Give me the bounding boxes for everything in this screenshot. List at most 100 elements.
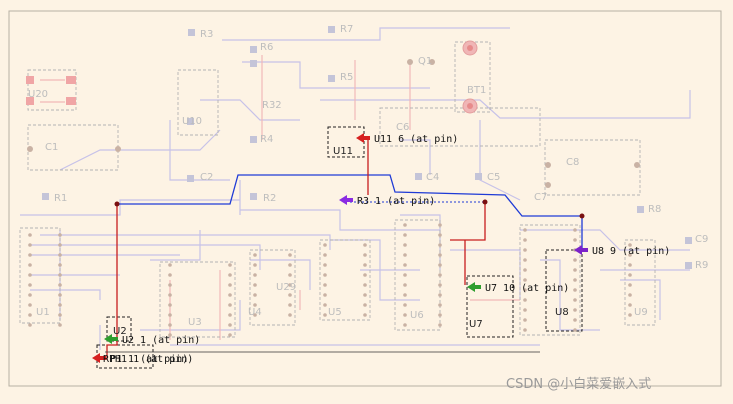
- pad-dot: [438, 273, 442, 277]
- pad-dot: [168, 273, 172, 277]
- label-bt1: BT1: [467, 85, 486, 96]
- pad-dot: [323, 313, 327, 317]
- routed-net-blue: [117, 174, 583, 252]
- pad-dot: [438, 313, 442, 317]
- pad-dot: [523, 288, 527, 292]
- pad-dot: [28, 303, 32, 307]
- label-c1: C1: [45, 142, 58, 153]
- pad-dot: [363, 313, 367, 317]
- pad-dot: [523, 228, 527, 232]
- label-u5: U5: [328, 307, 342, 318]
- pad-dot: [628, 303, 632, 307]
- label-r5: R5: [340, 72, 353, 83]
- pad-dot: [573, 308, 577, 312]
- pad-dot: [573, 318, 577, 322]
- pad-dot: [363, 243, 367, 247]
- pad-dot: [403, 313, 407, 317]
- pads: [26, 26, 692, 337]
- label-r6: R6: [260, 42, 273, 53]
- label-u11: U11: [333, 146, 353, 157]
- pad-dot: [523, 248, 527, 252]
- pad-dot: [58, 313, 62, 317]
- pad-dot: [28, 233, 32, 237]
- pin-marker-r3[interactable]: R3 1 (at pin): [339, 195, 435, 207]
- pad-dot: [168, 263, 172, 267]
- pad-dot: [438, 323, 442, 327]
- pad-dot: [403, 303, 407, 307]
- pad-dot: [58, 253, 62, 257]
- label-u1: U1: [36, 307, 50, 318]
- pad-dot: [58, 283, 62, 287]
- pin-marker-u7[interactable]: U7 10 (at pin): [467, 282, 569, 294]
- label-u6: U6: [410, 310, 424, 321]
- label-r32: R32: [262, 100, 282, 111]
- pad-dot: [323, 263, 327, 267]
- pad-dot: [58, 263, 62, 267]
- pink-traces: [40, 55, 520, 340]
- pad-dot: [523, 318, 527, 322]
- label-c7: C7: [534, 192, 547, 203]
- overlap-label: RPH1 1 (at pin): [103, 354, 193, 365]
- pad-dot: [323, 283, 327, 287]
- label-c5: C5: [487, 172, 500, 183]
- pad-dot: [438, 293, 442, 297]
- pad-dot: [28, 283, 32, 287]
- marker-label: U8 9 (at pin): [592, 246, 670, 257]
- marker-arrow-icon: [104, 334, 118, 344]
- pad-dot: [253, 293, 257, 297]
- pin-marker-j1[interactable]: P1 1 (at pin): [92, 353, 188, 365]
- pad-dot: [323, 243, 327, 247]
- pad-dot: [253, 273, 257, 277]
- marker-arrow-icon: [574, 245, 588, 255]
- pad-dot: [438, 243, 442, 247]
- label-u9: U9: [634, 307, 648, 318]
- pin-marker-u8[interactable]: U8 9 (at pin): [574, 245, 670, 257]
- pad-dot: [628, 273, 632, 277]
- pad-dot: [228, 323, 232, 327]
- label-c9: C9: [695, 234, 708, 245]
- label-u4: U4: [248, 307, 262, 318]
- pad-dot: [573, 268, 577, 272]
- pad-dot: [438, 303, 442, 307]
- pad-dot: [403, 243, 407, 247]
- label-u20: U20: [28, 89, 48, 100]
- label-r9: R9: [695, 260, 708, 271]
- pad-dot: [288, 303, 292, 307]
- pad-dot: [403, 263, 407, 267]
- pad-dot: [288, 273, 292, 277]
- pad-dot: [363, 253, 367, 257]
- pad-dot: [253, 263, 257, 267]
- pad-dot: [438, 253, 442, 257]
- pad-dot: [523, 328, 527, 332]
- pad-dot: [28, 293, 32, 297]
- pin-markers[interactable]: U11 6 (at pin) R3 1 (at pin) U8 9 (at pin)…: [92, 133, 670, 365]
- pad-dot: [168, 283, 172, 287]
- pad-dot: [28, 263, 32, 267]
- marker-label: P1 1 (at pin): [110, 354, 188, 365]
- label-u29: U29: [276, 282, 296, 293]
- pad-dot: [288, 283, 292, 287]
- pin-marker-u11[interactable]: U11 6 (at pin): [356, 133, 458, 145]
- pad-dot: [288, 253, 292, 257]
- pad-dot: [573, 298, 577, 302]
- label-r8: R8: [648, 204, 661, 215]
- label-u3: U3: [188, 317, 202, 328]
- marker-arrow-icon: [356, 133, 370, 143]
- pad-dot: [28, 323, 32, 327]
- marker-label: U7 10 (at pin): [485, 283, 569, 294]
- label-u8: U8: [555, 307, 569, 318]
- label-c2: C2: [200, 172, 213, 183]
- pad-dot: [28, 273, 32, 277]
- pad-dot: [228, 283, 232, 287]
- label-u2: U2: [113, 326, 127, 337]
- pad-dot: [403, 323, 407, 327]
- marker-label: U2 1 (at pin): [122, 335, 200, 346]
- pad-dot: [523, 278, 527, 282]
- pad-dot: [228, 273, 232, 277]
- pad-dot: [168, 313, 172, 317]
- pad-dot: [573, 258, 577, 262]
- pin-marker-u2[interactable]: U2 1 (at pin): [104, 334, 200, 346]
